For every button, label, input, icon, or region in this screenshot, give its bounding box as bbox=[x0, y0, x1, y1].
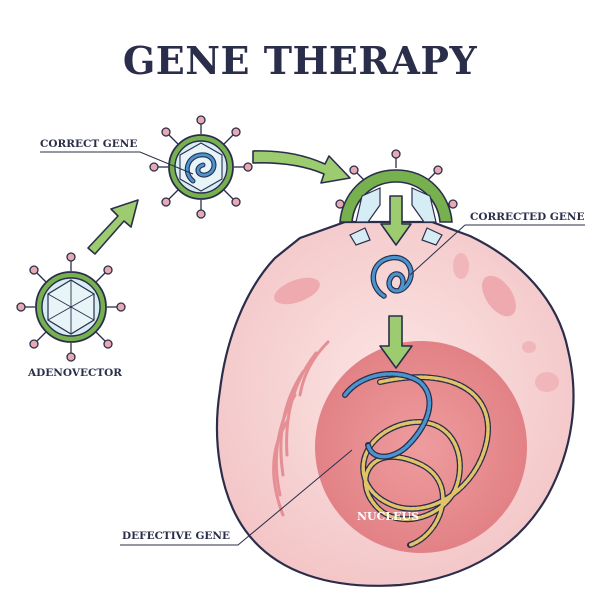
leader-lines bbox=[40, 151, 585, 546]
adenovector-virus bbox=[16, 252, 126, 362]
inserted-gene-strand bbox=[342, 370, 433, 460]
label-defective-gene: DEFECTIVE GENE bbox=[122, 530, 231, 542]
page-title: GENE THERAPY bbox=[122, 38, 478, 83]
nucleus bbox=[315, 341, 527, 553]
arrow-up-right bbox=[87, 199, 139, 255]
arrow-right bbox=[252, 150, 351, 184]
arrow-down-2 bbox=[379, 315, 413, 369]
label-corrected-gene: CORRECTED GENE bbox=[470, 211, 585, 223]
label-correct-gene: CORRECT GENE bbox=[40, 138, 138, 150]
arrows bbox=[87, 150, 413, 369]
correct-gene-virus bbox=[149, 115, 253, 219]
corrected-gene-coil bbox=[370, 254, 414, 299]
label-adenovector: ADENOVECTOR bbox=[28, 367, 123, 379]
arrow-down-1 bbox=[380, 195, 412, 246]
spikes bbox=[16, 252, 126, 362]
entering-virus bbox=[335, 149, 458, 246]
label-nucleus: NUCLEUS bbox=[357, 510, 420, 523]
defective-gene-strand bbox=[360, 374, 491, 548]
